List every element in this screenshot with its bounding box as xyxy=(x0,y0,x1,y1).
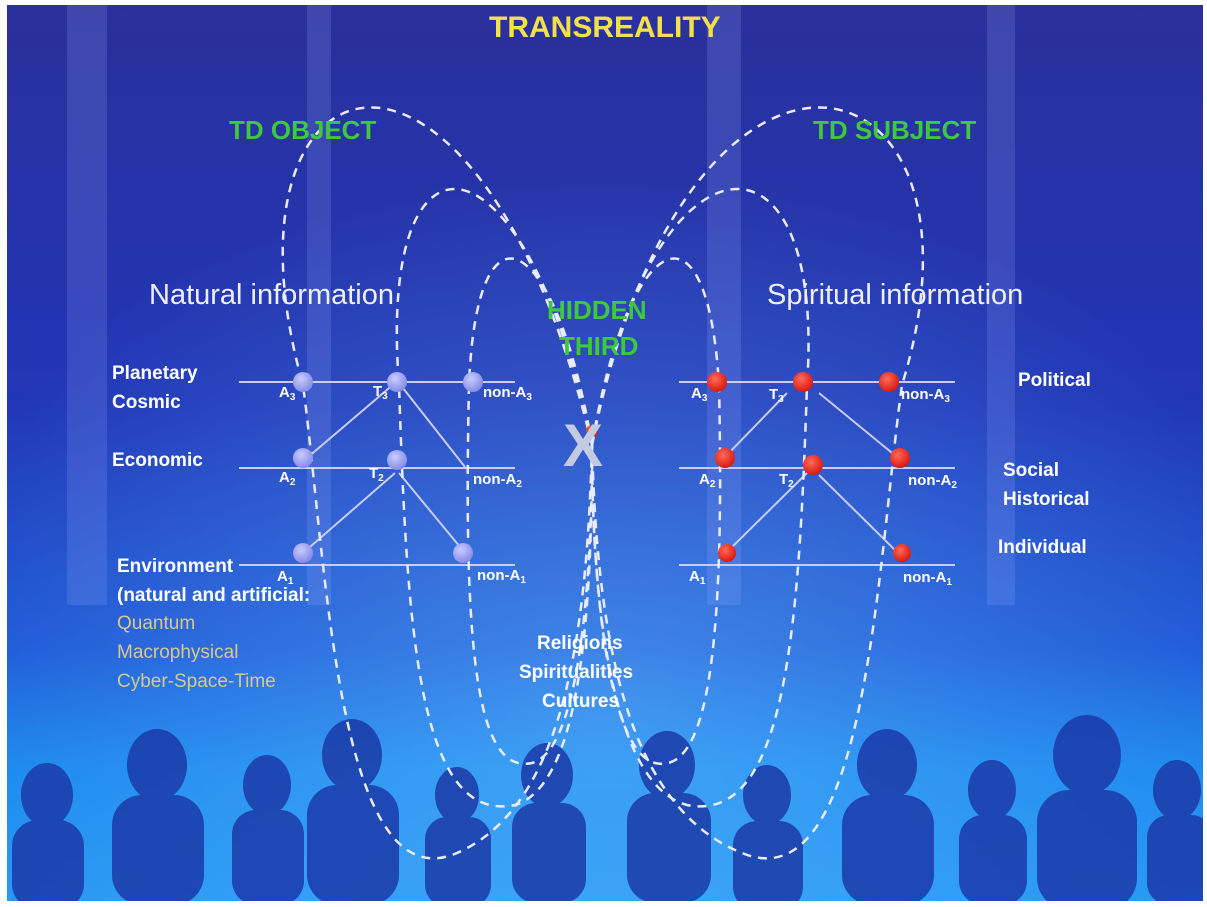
right-t2-label: T2 xyxy=(779,471,794,490)
right-node-a3 xyxy=(707,372,727,392)
right-nona2-label: non-A2 xyxy=(908,472,957,491)
environment-label: Environment xyxy=(117,556,234,577)
spiritualities-label: Spiritualities xyxy=(519,662,634,683)
right-a2-label: A2 xyxy=(699,471,716,490)
macrophysical-label: Macrophysical xyxy=(117,642,239,663)
center-node xyxy=(586,425,598,437)
left-a2-label: A2 xyxy=(279,469,296,488)
left-node-nona1 xyxy=(453,543,473,563)
right-node-t2 xyxy=(803,455,823,475)
spiritual-information-heading: Spiritual information xyxy=(767,279,1024,311)
right-t3-label: T3 xyxy=(769,386,784,405)
diagram-canvas xyxy=(7,5,1203,901)
hidden-label: HIDDEN xyxy=(547,295,647,325)
cosmic-label: Cosmic xyxy=(112,392,181,413)
right-node-t3 xyxy=(793,372,813,392)
left-nona2-label: non-A2 xyxy=(473,471,522,490)
right-node-nona3 xyxy=(879,372,899,392)
left-node-a3 xyxy=(293,372,313,392)
left-t3-label: T3 xyxy=(373,383,388,402)
cultures-label: Cultures xyxy=(542,691,620,712)
left-node-t3 xyxy=(387,372,407,392)
right-nona3-label: non-A3 xyxy=(901,386,950,405)
loop-left-middle xyxy=(395,187,594,808)
transreality-diagram: TRANSREALITY TD OBJECT TD SUBJECT Natura… xyxy=(7,5,1203,901)
left-nodes xyxy=(293,372,483,563)
left-t2-label: T2 xyxy=(369,465,384,484)
left-nona3-label: non-A3 xyxy=(483,384,532,403)
loop-right-inner xyxy=(590,257,722,766)
left-node-a2 xyxy=(293,448,313,468)
diagram-title: TRANSREALITY xyxy=(489,11,721,44)
left-a1-label: A1 xyxy=(277,568,294,587)
loop-left-outer xyxy=(281,106,594,860)
left-node-a1 xyxy=(293,543,313,563)
left-nona1-label: non-A1 xyxy=(477,567,526,586)
natural-artificial-label: (natural and artificial: xyxy=(117,585,311,606)
individual-label: Individual xyxy=(998,537,1087,558)
religions-label: Religions xyxy=(537,633,623,654)
background-glow xyxy=(7,5,1203,901)
right-a3-label: A3 xyxy=(691,385,708,404)
third-label: THIRD xyxy=(559,331,639,361)
quantum-label: Quantum xyxy=(117,613,196,634)
cyber-space-time-label: Cyber-Space-Time xyxy=(117,671,276,692)
right-node-a2 xyxy=(715,448,735,468)
economic-label: Economic xyxy=(112,450,203,471)
td-object-label: TD OBJECT xyxy=(229,115,377,145)
historical-label: Historical xyxy=(1003,489,1090,510)
left-node-nona3 xyxy=(463,372,483,392)
political-label: Political xyxy=(1018,370,1091,391)
right-node-a1 xyxy=(718,544,736,562)
natural-information-heading: Natural information xyxy=(149,279,394,311)
right-node-nona1 xyxy=(893,544,911,562)
loop-left-inner xyxy=(466,257,594,766)
loop-right-middle xyxy=(590,187,810,808)
background-stripes xyxy=(67,5,1015,605)
center-x-mark: X xyxy=(563,412,604,479)
right-nona1-label: non-A1 xyxy=(903,569,952,588)
crowd-silhouettes xyxy=(12,715,1203,901)
left-node-t2 xyxy=(387,450,407,470)
right-nodes xyxy=(586,372,911,562)
triangle-lines xyxy=(302,382,898,554)
right-a1-label: A1 xyxy=(689,568,706,587)
loop-right-outer xyxy=(590,106,925,860)
social-label: Social xyxy=(1003,460,1059,481)
td-subject-label: TD SUBJECT xyxy=(813,115,977,145)
dashed-loops xyxy=(281,106,925,860)
left-a3-label: A3 xyxy=(279,384,296,403)
planetary-label: Planetary xyxy=(112,363,198,384)
right-node-nona2 xyxy=(890,448,910,468)
